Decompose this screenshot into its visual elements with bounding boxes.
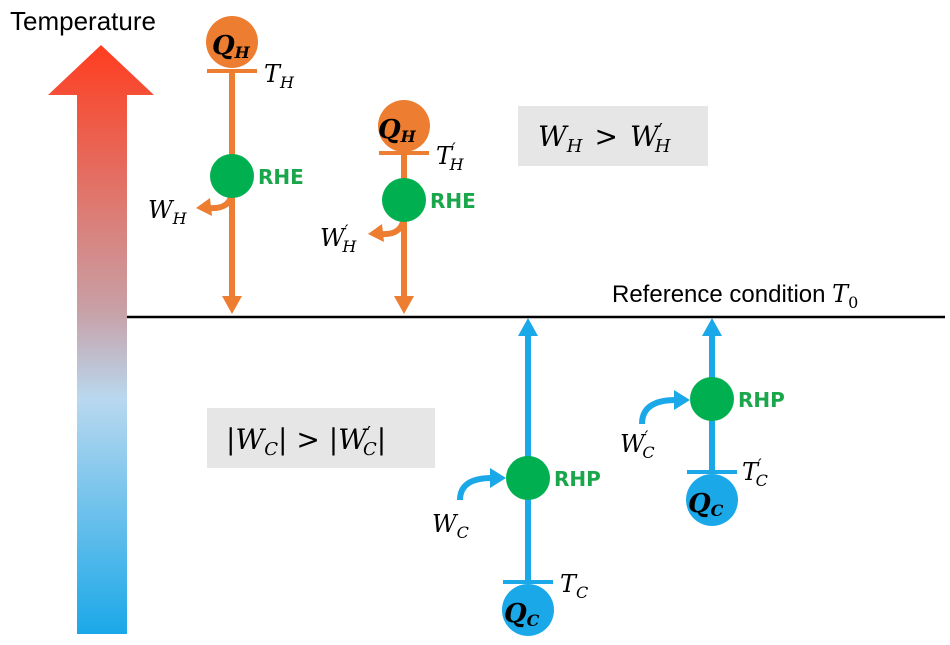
- rhp-label: RHP: [554, 467, 601, 491]
- heat-sink-label: QC: [504, 599, 540, 630]
- rhp-device: [690, 377, 734, 421]
- cold-pump-2: T′C QC RHP W′C: [620, 318, 785, 526]
- heat-flow-arrowhead: [394, 296, 414, 314]
- heat-source-label: QH: [378, 115, 417, 146]
- heat-source-bubble: [206, 16, 258, 68]
- heat-sink-bubble: [502, 584, 554, 636]
- heat-sink-label: QC: [688, 489, 724, 520]
- cold-pump-1: TC QC RHP WC: [432, 318, 601, 636]
- rhp-label: RHP: [738, 388, 785, 412]
- work-label: WC: [432, 510, 469, 542]
- rhe-device: [382, 178, 426, 222]
- work-input-arrowhead: [490, 468, 506, 488]
- heat-source-bubble: [378, 100, 430, 152]
- work-label: WH: [148, 196, 188, 228]
- work-label: W′C: [620, 427, 655, 462]
- work-output-arrowhead: [368, 224, 384, 242]
- temperature-label: T′H: [436, 139, 465, 174]
- rhe-device: [210, 154, 254, 198]
- work-output-arrowhead: [196, 198, 212, 216]
- rhp-device: [506, 456, 550, 500]
- reference-condition: Reference condition T0: [127, 280, 945, 319]
- hot-comparison-box: [518, 106, 708, 166]
- cold-comparison-box: [207, 408, 435, 468]
- work-input-arrow: [457, 475, 493, 501]
- hot-comparison: WH>W′H: [518, 106, 708, 166]
- rhe-label: RHE: [430, 189, 476, 213]
- temperature-label: Temperature: [10, 6, 156, 36]
- heat-flow-arrowhead: [518, 318, 538, 336]
- temperature-gradient-arrow: [48, 45, 154, 634]
- cold-comparison-text: |WC| > |W′C|: [226, 423, 386, 460]
- heat-source-label: QH: [212, 31, 251, 62]
- hot-comparison-text: WH>W′H: [538, 120, 671, 157]
- hot-engine-2: QH T′H RHE W′H: [320, 100, 476, 314]
- temperature-label: T′C: [742, 455, 768, 490]
- heat-flow-arrowhead: [222, 296, 242, 314]
- cold-comparison: |WC| > |W′C|: [207, 408, 435, 468]
- work-input-arrowhead: [674, 390, 690, 410]
- rhe-label: RHE: [258, 165, 304, 189]
- work-label: W′H: [320, 221, 357, 256]
- reference-label: Reference condition T0: [612, 280, 858, 312]
- temperature-label: TC: [560, 570, 588, 602]
- temperature-label: TH: [264, 60, 295, 92]
- heat-flow-arrowhead: [702, 318, 722, 336]
- work-input-arrow: [639, 397, 677, 425]
- heat-sink-bubble: [686, 474, 738, 526]
- hot-engine-1: QH TH RHE WH: [148, 16, 304, 314]
- temperature-axis: Temperature: [10, 6, 156, 634]
